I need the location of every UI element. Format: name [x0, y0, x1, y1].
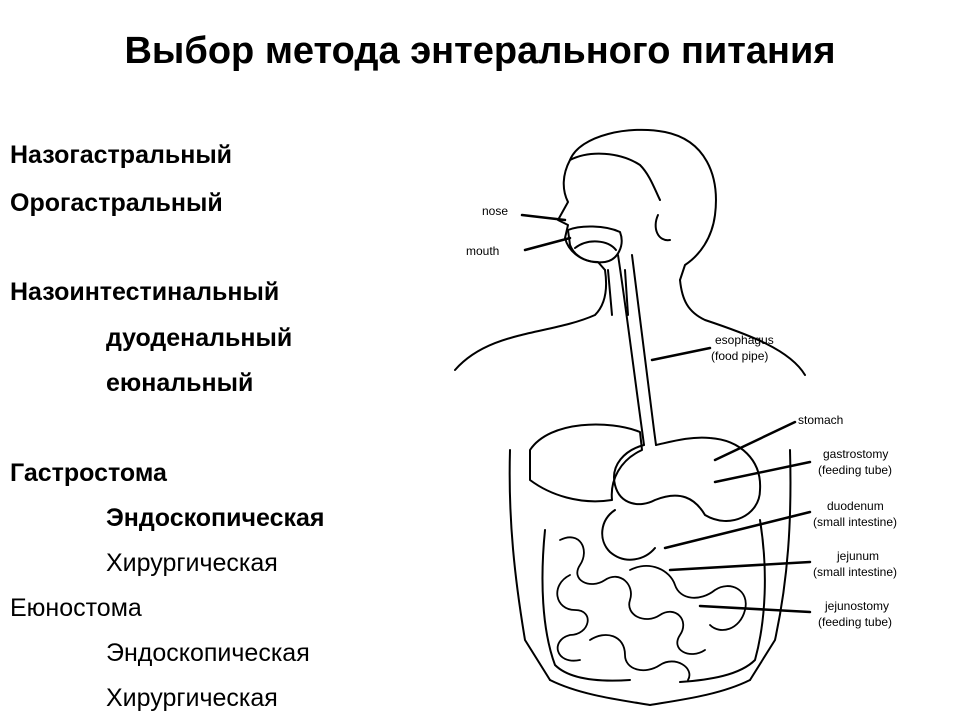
neck-shoulder-left: [454, 269, 608, 371]
method-item: Назогастральный: [10, 141, 233, 169]
trachea: [607, 269, 629, 316]
label-jejunostomy: jejunostomy: [824, 599, 889, 613]
hair-outline: [569, 152, 661, 201]
method-subitem: Эндоскопическая: [106, 639, 310, 667]
label-nose: nose: [482, 204, 508, 218]
slide-title: Выбор метода энтерального питания: [124, 30, 836, 72]
jejunum-leader: [668, 560, 812, 572]
duodenum-leader: [663, 510, 812, 550]
mouth-leader: [523, 236, 572, 252]
stomach-leader: [713, 420, 797, 462]
method-subitem: еюнальный: [106, 369, 254, 397]
stomach-outline: [613, 436, 762, 522]
pelvis: [549, 679, 751, 706]
large-intestine: [541, 519, 766, 683]
liver-outline: [529, 423, 643, 503]
small-intestine: [556, 536, 747, 681]
label-gastrostomy: gastrostomy: [823, 447, 888, 461]
label-stomach: stomach: [798, 413, 843, 427]
nose-leader: [520, 213, 567, 222]
label-gastrostomy-sub: (feeding tube): [818, 463, 892, 477]
method-subitem: Хирургическая: [106, 549, 278, 577]
method-subitem: Эндоскопическая: [106, 504, 325, 532]
label-duodenum-sub: (small intestine): [813, 515, 897, 529]
label-jejunostomy-sub: (feeding tube): [818, 615, 892, 629]
tongue: [574, 240, 617, 251]
oral-cavity: [567, 225, 623, 264]
jejunostomy-leader: [698, 604, 812, 614]
method-subitem: дуоденальный: [106, 324, 293, 352]
ear: [654, 214, 671, 242]
duodenum: [601, 509, 656, 561]
torso-right: [749, 449, 792, 681]
label-esophagus-sub: (food pipe): [711, 349, 768, 363]
torso-left: [508, 449, 551, 681]
gastrostomy-leader: [713, 460, 812, 484]
esophagus-leader: [650, 346, 712, 362]
method-item: Орогастральный: [10, 189, 223, 217]
label-esophagus: esophagus: [715, 333, 774, 347]
label-mouth: mouth: [466, 244, 499, 258]
method-item: Еюностома: [10, 594, 142, 622]
digestive-system-diagram: nose mouth esophagus (food pipe) stomach…: [454, 128, 897, 706]
method-item: Назоинтестинальный: [10, 278, 280, 306]
label-jejunum-sub: (small intestine): [813, 565, 897, 579]
neck-shoulder-right: [679, 279, 806, 376]
esophagus-tube: [617, 254, 657, 446]
method-subitem: Хирургическая: [106, 684, 278, 712]
label-duodenum: duodenum: [827, 499, 884, 513]
method-item: Гастростома: [10, 459, 167, 487]
label-jejunum: jejunum: [836, 549, 879, 563]
